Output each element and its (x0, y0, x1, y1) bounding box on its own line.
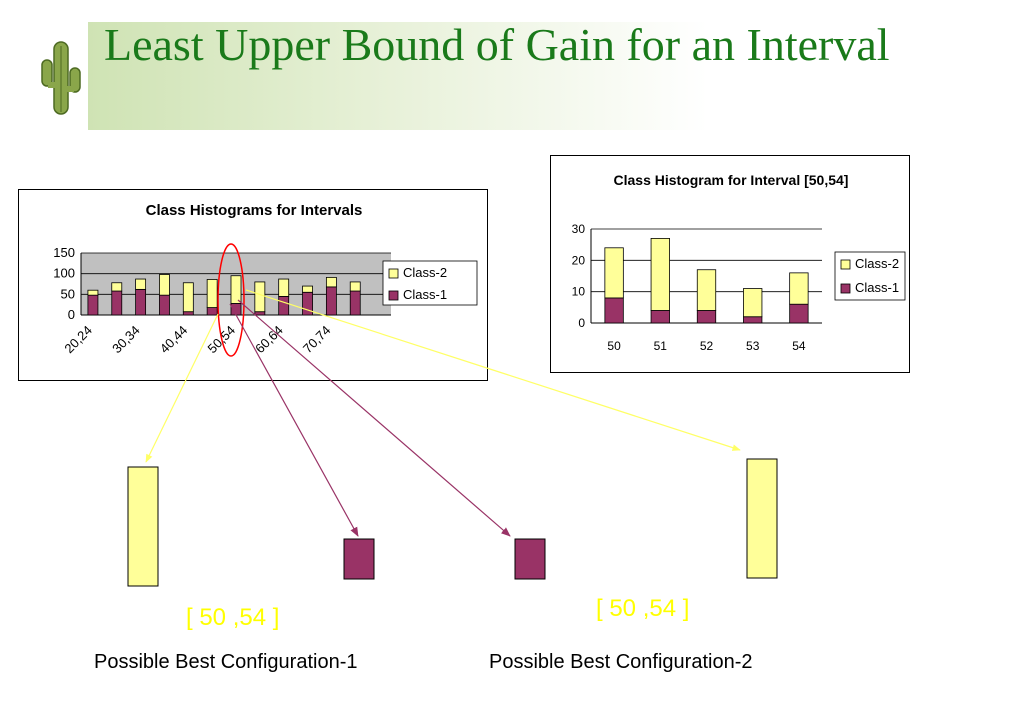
left-chart-bar-class2-70,74 (325, 276, 337, 288)
left-chart-legend-swatch-Class-2 (388, 268, 399, 279)
left-chart-bar-class2-65,69 (302, 285, 313, 293)
interval-50-54-histogram-chart: Class Histogram for Interval [50,54] 0 10 2… (550, 155, 910, 373)
arrow-to-config2-class1 (237, 299, 511, 537)
config1-class1-box (343, 538, 375, 580)
arrow-to-config1-class1 (229, 303, 359, 537)
left-chart-bar-class2-25,29 (111, 282, 123, 292)
left-chart-legend-label-Class-2: Class-2 (403, 265, 447, 280)
left-chart-ytick-150: 150 (53, 245, 75, 260)
left-chart-bar-class2-35,39 (159, 274, 170, 296)
left-chart-bar-class2-60,64 (278, 278, 290, 297)
right-chart-xtick-52: 52 (700, 339, 714, 353)
right-chart-bar-class2-52 (696, 269, 717, 311)
right-chart-ytick-30: 30 (572, 222, 586, 236)
arrow-to-config2-class2 (245, 289, 741, 451)
right-chart-xtick-53: 53 (746, 339, 760, 353)
right-chart-ytick-0: 0 (578, 316, 585, 330)
left-chart-bar-class2-30,34 (135, 278, 147, 290)
left-chart-bar-class2-45,49 (206, 279, 218, 308)
title-background-band (88, 22, 708, 130)
left-chart-legend (382, 260, 478, 306)
slide-title: Least Upper Bound of Gain for an Interva… (104, 19, 890, 70)
right-chart-bar-class2-54 (789, 272, 809, 305)
left-chart-bar-class2-20,24 (87, 289, 99, 296)
right-chart-title: Class Histogram for Interval [50,54] (614, 172, 849, 188)
config2-interval-label: [ 50 ,54 ] (596, 595, 690, 622)
right-chart-legend-label-Class-2: Class-2 (855, 256, 899, 271)
right-chart-xtick-51: 51 (654, 339, 668, 353)
config2-caption: Possible Best Configuration-2 (489, 651, 753, 673)
cactus-logo-icon (41, 41, 81, 115)
interval-histograms-svg: Class Histograms for Intervals0501001502… (53, 202, 478, 356)
right-chart-ytick-10: 10 (572, 285, 586, 299)
config2-class1-box (514, 538, 546, 580)
left-chart-title: Class Histograms for Intervals (146, 202, 363, 219)
left-chart-ytick-50: 50 (61, 286, 75, 301)
right-chart-ytick-20: 20 (572, 253, 586, 267)
left-chart-legend-label-Class-1: Class-1 (403, 287, 447, 302)
right-chart-xtick-54: 54 (792, 339, 806, 353)
right-chart-xtick-50: 50 (607, 339, 621, 353)
left-chart-bar-class2-50,54 (230, 275, 242, 304)
left-chart-bar-class2-40,44 (182, 282, 194, 313)
left-chart-ytick-0: 0 (68, 307, 75, 322)
highlight-ellipse-50-54 (217, 243, 245, 357)
right-chart-legend-swatch-Class-1 (840, 283, 851, 294)
left-chart-legend-swatch-Class-1 (388, 290, 399, 301)
right-chart-legend-label-Class-1: Class-1 (855, 280, 899, 295)
left-chart-ytick-100: 100 (53, 266, 75, 281)
config1-class2-box (127, 466, 159, 587)
right-chart-legend-swatch-Class-2 (840, 259, 851, 270)
right-chart-bar-class2-53 (743, 288, 763, 318)
left-chart-bar-class2-55,59 (254, 281, 266, 313)
right-chart-bar-class2-50 (604, 247, 624, 299)
config1-caption: Possible Best Configuration-1 (94, 651, 358, 673)
config2-class2-box (746, 458, 778, 579)
interval-50-54-histogram-svg: Class Histogram for Interval [50,54] 0 10 2… (572, 172, 906, 353)
config1-interval-label: [ 50 ,54 ] (186, 604, 280, 631)
arrow-to-config1-class2 (145, 313, 219, 463)
right-chart-bar-class2-51 (650, 238, 670, 311)
left-chart-bar-class2-75,79 (349, 281, 361, 292)
